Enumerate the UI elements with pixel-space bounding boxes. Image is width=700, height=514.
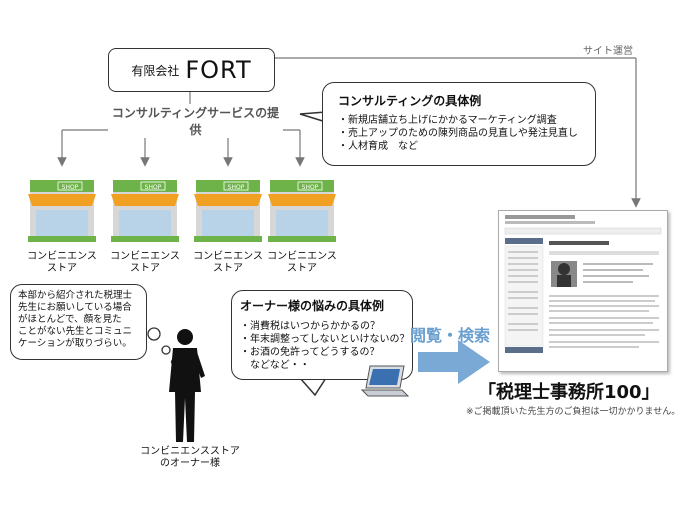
consulting-item: ・人材育成 など <box>338 141 418 152</box>
website-screenshot <box>498 210 668 372</box>
fort-company-box: 有限会社 FORT <box>108 48 275 92</box>
consult-bubble-tail <box>299 111 327 123</box>
shop-sign: SHOP <box>145 184 162 191</box>
owner-concerns-bubble <box>231 290 413 380</box>
website-preview-graphic <box>504 215 662 353</box>
owner-concerns-title: オーナー様の悩みの具体例 <box>240 299 385 313</box>
browse-search-label: 閲覧・検索 <box>410 326 491 345</box>
service-label: コンサルティングサービスの提供 <box>108 104 283 138</box>
shop-illustration-1: SHOP <box>28 180 96 242</box>
owner-concerns-list: ・消費税はいつからかかるの？ ・年末調整ってしないといけないの？ ・お酒の免許っ… <box>240 321 410 371</box>
company-prefix: 有限会社 <box>131 63 180 78</box>
owner-label: コンビニエンスストア のオーナー様 <box>140 446 240 469</box>
tax-thought-bubble <box>10 284 147 360</box>
shop-label-2: コンビニエンス ストア <box>110 251 180 274</box>
thought-dot-2 <box>161 345 171 355</box>
shop-illustration-2: SHOP <box>111 180 179 242</box>
consulting-list: ・新規店舗立ち上げにかかるマーケティング調査 ・売上アップのための陳列商品の見直… <box>338 114 578 153</box>
shop-sign: SHOP <box>228 184 245 191</box>
laptop-icon <box>360 365 410 397</box>
site-operation-label: サイト運営 <box>583 46 633 57</box>
shop-awning <box>194 194 262 206</box>
thought-dot-1 <box>147 327 161 341</box>
consulting-bubble <box>322 82 596 166</box>
site-name: 「税理士事務所100」 <box>478 382 660 403</box>
shop-label-4: コンビニエンス ストア <box>267 251 337 274</box>
shop-illustration-3: SHOP <box>194 180 262 242</box>
browse-arrow <box>418 340 490 384</box>
cost-note: ※ご掲載頂いた先生方のご負担は一切かかりません。 <box>466 407 681 417</box>
owner-silhouette-icon <box>169 329 205 442</box>
shop-awning <box>268 194 336 206</box>
company-name: FORT <box>185 56 252 84</box>
owner-bubble-tail <box>299 377 327 397</box>
shop-sign: SHOP <box>62 184 79 191</box>
shop-illustration-4: SHOP <box>268 180 336 242</box>
shop-awning <box>111 194 179 206</box>
consulting-title: コンサルティングの具体例 <box>338 94 482 108</box>
consulting-item: ・新規店舗立ち上げにかかるマーケティング調査 <box>338 115 557 126</box>
shop-awning <box>28 194 96 206</box>
consulting-item: ・売上アップのための陳列商品の見直しや発注見直し <box>338 128 578 139</box>
shop-label-3: コンビニエンス ストア <box>193 251 263 274</box>
shop-label-1: コンビニエンス ストア <box>27 251 97 274</box>
tax-thought-text: 本部から紹介された税理士 先生にお願いしている場合 がほとんどで、顔を見た こと… <box>18 290 133 349</box>
shop-sign: SHOP <box>302 184 319 191</box>
